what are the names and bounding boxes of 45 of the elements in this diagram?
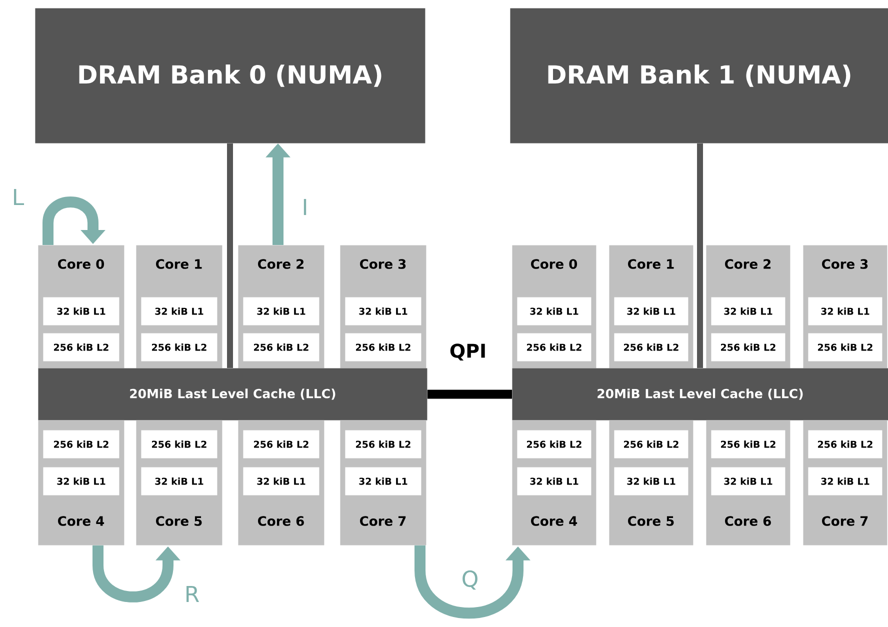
cache-box: 256 kiB L2 bbox=[243, 333, 320, 362]
cache-box: 256 kiB L2 bbox=[808, 333, 882, 362]
edge-label: L bbox=[14, 188, 24, 206]
cache-box: 256 kiB L2 bbox=[141, 333, 218, 362]
cache-box: 32 kiB L1 bbox=[517, 467, 592, 496]
cache-box: 32 kiB L1 bbox=[808, 297, 882, 326]
memory-bank-box: DRAM Bank 1 (NUMA) bbox=[510, 8, 888, 144]
cache-box: 256 kiB L2 bbox=[43, 430, 120, 458]
cache-box: 256 kiB L2 bbox=[243, 430, 320, 458]
cache-box: 256 kiB L2 bbox=[711, 333, 786, 362]
cache-box: 256 kiB L2 bbox=[614, 430, 688, 458]
cache-box: 256 kiB L2 bbox=[345, 333, 422, 362]
cache-box: 32 kiB L1 bbox=[43, 467, 120, 496]
connector-line bbox=[697, 143, 703, 368]
cache-box: 256 kiB L2 bbox=[808, 430, 882, 458]
cache-box: 32 kiB L1 bbox=[614, 297, 688, 326]
memory-bank-box: DRAM Bank 0 (NUMA) bbox=[35, 8, 426, 144]
cache-box: 32 kiB L1 bbox=[517, 297, 592, 326]
cache-box: 256 kiB L2 bbox=[517, 430, 592, 458]
edge-label: QPI bbox=[450, 344, 485, 360]
cache-box: 32 kiB L1 bbox=[243, 467, 320, 496]
cache-box: 256 kiB L2 bbox=[43, 333, 120, 362]
edge-label: R bbox=[186, 586, 199, 602]
cache-box: 256 kiB L2 bbox=[517, 333, 592, 362]
cache-box: 256 kiB L2 bbox=[711, 430, 786, 458]
edge-label: Q bbox=[462, 570, 478, 590]
cache-box: 256 kiB L2 bbox=[345, 430, 422, 458]
cache-box: 32 kiB L1 bbox=[614, 467, 688, 496]
cache-box: 32 kiB L1 bbox=[711, 467, 786, 496]
cache-box: 32 kiB L1 bbox=[243, 297, 320, 326]
cache-box: 32 kiB L1 bbox=[711, 297, 786, 326]
cache-bar: 20MiB Last Level Cache (LLC) bbox=[38, 368, 428, 420]
cache-box: 256 kiB L2 bbox=[614, 333, 688, 362]
cache-box: 256 kiB L2 bbox=[141, 430, 218, 458]
cache-box: 32 kiB L1 bbox=[345, 297, 422, 326]
arrow bbox=[42, 196, 106, 245]
cache-box: 32 kiB L1 bbox=[141, 297, 218, 326]
connector-line bbox=[427, 390, 512, 399]
cache-box: 32 kiB L1 bbox=[345, 467, 422, 496]
edge-label: I bbox=[304, 198, 306, 216]
cache-box: 32 kiB L1 bbox=[808, 467, 882, 496]
cache-box: 32 kiB L1 bbox=[43, 297, 120, 326]
cache-bar: 20MiB Last Level Cache (LLC) bbox=[512, 368, 888, 420]
connector-line bbox=[227, 143, 233, 368]
cache-box: 32 kiB L1 bbox=[141, 467, 218, 496]
